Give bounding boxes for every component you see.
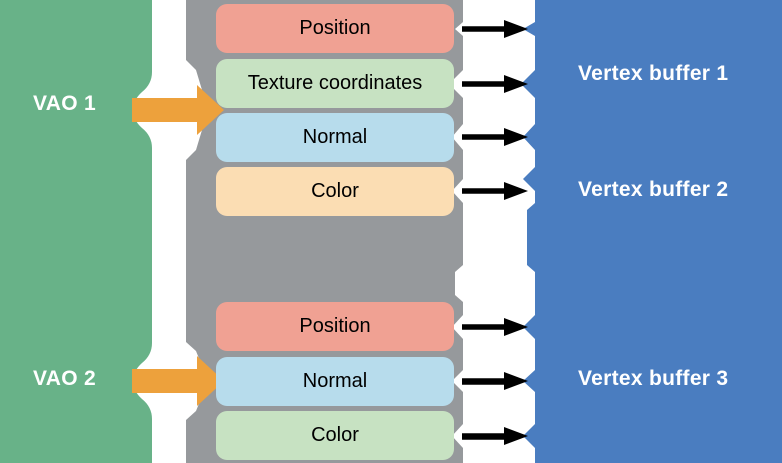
vertex-buffer-2-label: Vertex buffer 2: [578, 178, 729, 201]
attr-box-normal-2[interactable]: Normal: [216, 357, 454, 406]
vao-1-label: VAO 1: [33, 92, 96, 115]
vertex-buffer-1-label: Vertex buffer 1: [578, 62, 729, 85]
attr-box-texture-coordinates[interactable]: Texture coordinates: [216, 59, 454, 108]
attr-box-color-1[interactable]: Color: [216, 167, 454, 216]
attr-box-color-2[interactable]: Color: [216, 411, 454, 460]
attr-box-position-1[interactable]: Position: [216, 4, 454, 53]
vertex-buffers-column-shape: [521, 0, 782, 463]
black-arrow-color-2: [462, 427, 528, 445]
orange-arrow-vao-1: [132, 85, 224, 135]
attr-box-normal-1[interactable]: Normal: [216, 113, 454, 162]
black-arrow-position-2: [462, 318, 528, 336]
orange-arrow-vao-2: [132, 356, 224, 406]
black-arrow-texture-coordinates: [462, 75, 528, 93]
orange-arrows-group: [132, 85, 224, 406]
vertex-buffer-3-label: Vertex buffer 3: [578, 367, 729, 390]
black-arrow-normal-1: [462, 128, 528, 146]
vao-2-label: VAO 2: [33, 367, 96, 390]
black-arrows-group: [462, 20, 528, 445]
black-arrow-position-1: [462, 20, 528, 38]
black-arrow-normal-2: [462, 372, 528, 390]
vao-column-shape: [0, 0, 152, 463]
black-arrow-color-1: [462, 182, 528, 200]
attr-box-position-2[interactable]: Position: [216, 302, 454, 351]
